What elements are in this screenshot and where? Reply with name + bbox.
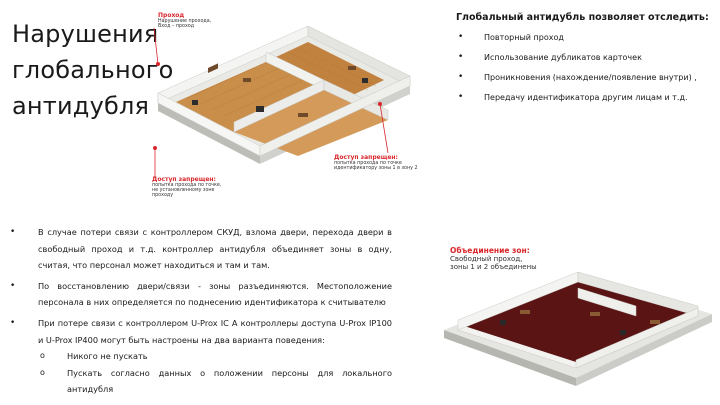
annotation-denied-left: Доступ запрещен: попытка прохода по точк…	[152, 176, 232, 198]
annotation-title: Доступ запрещен:	[334, 154, 398, 161]
page-title: Нарушения глобального антидубля	[12, 16, 174, 124]
description-list: В случае потери связи с контроллером СКУ…	[8, 224, 392, 398]
annotation-denied-right: Доступ запрещен: попытка прохода по точк…	[334, 154, 424, 171]
list-item: При потере связи с контроллером U-Prox I…	[8, 315, 392, 398]
features-list: Повторный проход Использование дубликато…	[456, 32, 718, 102]
floor-zone-1	[176, 62, 324, 132]
title-line: глобального	[12, 56, 174, 84]
annotation-line: проходу	[152, 193, 174, 198]
sub-list-item: Никого не пускать	[38, 348, 392, 365]
annotation-line: попытка прохода по точке,	[152, 183, 222, 188]
annotation-title: Объединение зон:	[450, 246, 530, 255]
annotation-line: не установленному зоне	[152, 188, 215, 193]
title-line: Нарушения	[12, 20, 159, 48]
list-item: Проникновения (нахождение/появление внут…	[456, 72, 718, 82]
annotation-line: Нарушение прохода,	[158, 19, 212, 24]
bottom-floorplan-diagram	[444, 271, 712, 386]
list-item: В случае потери связи с контроллером СКУ…	[8, 224, 392, 274]
annotation-line: Вход – проход	[158, 24, 195, 29]
features-block: Глобальный антидубль позволяет отследить…	[456, 12, 718, 113]
floor-zone-2	[276, 42, 384, 104]
list-item: Повторный проход	[456, 32, 718, 42]
annotation-line: Свободный проход,	[450, 255, 523, 263]
annotation-pass: Проход Нарушение прохода, Вход – проход	[158, 12, 228, 29]
sub-list-item: Пускать согласно данных о положении перс…	[38, 365, 392, 398]
list-item-text: При потере связи с контроллером U-Prox I…	[38, 317, 392, 345]
list-item: Передачу идентификатора другим лицам и т…	[456, 92, 718, 102]
features-heading: Глобальный антидубль позволяет отследить…	[456, 12, 709, 23]
title-line: антидубля	[12, 92, 150, 120]
annotation-title: Доступ запрещен:	[152, 176, 216, 183]
list-item: По восстановлению двери/связи - зоны раз…	[8, 278, 392, 311]
annotation-line: зоны 1 и 2 объединены	[450, 263, 537, 271]
annotation-merge: Объединение зон: Свободный проход, зоны …	[450, 246, 540, 271]
annotation-line: идентификатору зоны 1 в зону 2	[334, 166, 418, 171]
annotation-line: попытка прохода по точке	[334, 161, 402, 166]
annotation-title: Проход	[158, 12, 185, 19]
top-floorplan-diagram	[153, 25, 411, 178]
description-block: В случае потери связи с контроллером СКУ…	[8, 224, 392, 402]
behavior-options: Никого не пускать Пускать согласно данны…	[38, 348, 392, 398]
list-item: Использование дубликатов карточек	[456, 52, 718, 62]
